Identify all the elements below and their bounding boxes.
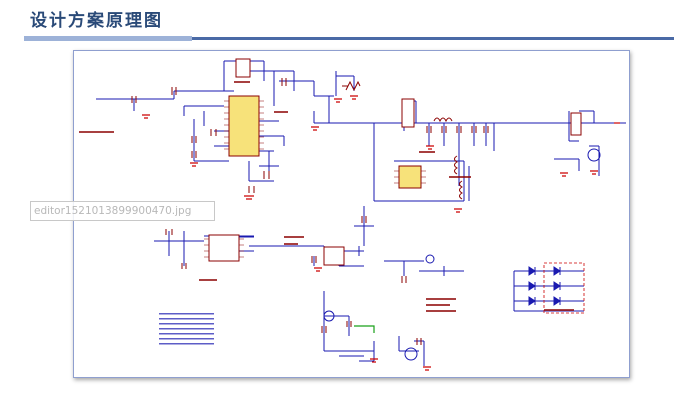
ic-regulator (398, 165, 422, 189)
led-array-box (543, 262, 585, 314)
ic-sensor (235, 58, 251, 78)
ic-mosfet (401, 98, 415, 128)
ic-driver (208, 234, 240, 262)
ic-main-controller (228, 95, 260, 157)
schematic-diagram (79, 58, 626, 371)
title-underline-dark (192, 37, 674, 40)
slide-title: 设计方案原理图 (30, 11, 163, 31)
image-filename-watermark: editor1521013899900470.jpg (30, 201, 215, 221)
title-underline-light (24, 36, 192, 41)
ic-comparator (323, 246, 345, 266)
green-net (354, 325, 375, 333)
ic-relay (570, 112, 582, 136)
